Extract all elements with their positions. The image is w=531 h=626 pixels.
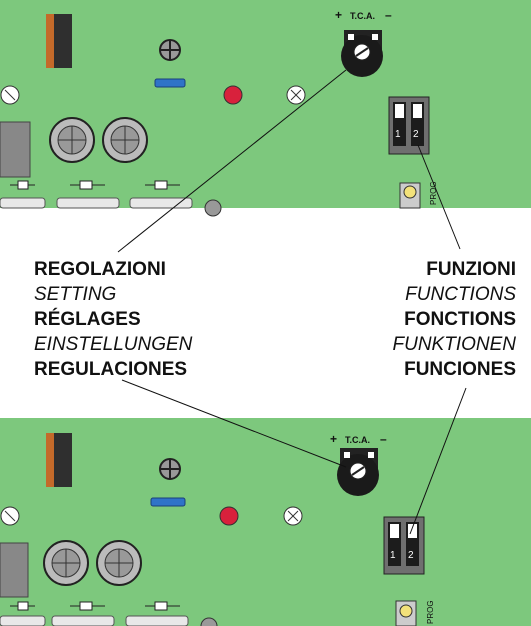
- prog-button: [399, 604, 413, 618]
- relay-stripe: [46, 14, 54, 68]
- dip-toggle-1: [395, 104, 404, 118]
- leader-line-settings-top: [117, 69, 347, 253]
- prog-label: PROG: [426, 600, 435, 624]
- prog-label: PROG: [429, 181, 438, 205]
- led-indicator: [223, 85, 243, 105]
- functions-label-group: FUNZIONI FUNCTIONS FONCTIONS FUNKTIONEN …: [393, 257, 517, 382]
- trimmer-pin: [372, 34, 378, 40]
- trimmer-plus: +: [330, 432, 337, 446]
- terminal-block: [56, 197, 120, 209]
- trimmer-pin: [348, 34, 354, 40]
- trimmer-slot: [355, 47, 369, 57]
- dip-number-1: 1: [390, 550, 396, 561]
- trimmer-label: T.C.A.: [350, 11, 375, 21]
- terminal-block: [0, 197, 46, 209]
- dip-toggle-2: [413, 104, 422, 118]
- trimmer-plus: +: [335, 8, 342, 22]
- pcb-bottom-background: [0, 418, 531, 626]
- pcb-board-bottom: + T.C.A. – 1 2 PROG: [0, 418, 531, 626]
- terminal-block: [51, 615, 115, 626]
- fuse-component: [150, 497, 186, 507]
- trimmer-label: T.C.A.: [345, 435, 370, 445]
- dip-toggle-1: [390, 524, 399, 538]
- dip-number-2: 2: [408, 550, 414, 561]
- leader-line-functions-top: [417, 144, 461, 250]
- leader-line-functions-bottom: [409, 387, 467, 535]
- leader-line-settings-bottom: [121, 379, 347, 468]
- dip-switch-bottom: [383, 516, 425, 575]
- test-point-mark: [287, 510, 299, 522]
- trimmer-minus: –: [380, 432, 387, 446]
- label-funktionen: FUNKTIONEN: [392, 334, 517, 355]
- label-reglages: RÉGLAGES: [34, 309, 141, 330]
- dip-toggle-2: [408, 524, 417, 538]
- diode-row: [10, 180, 180, 190]
- label-funciones: FUNCIONES: [404, 359, 516, 380]
- leader-lines: [117, 69, 467, 535]
- fuse-component: [154, 78, 186, 88]
- dip-number-2: 2: [413, 129, 419, 140]
- dip-number-1: 1: [395, 129, 401, 140]
- pcb-board-top: + T.C.A. – 1 2 PROG: [0, 0, 531, 217]
- label-einstellungen: EINSTELLUNGEN: [34, 334, 193, 355]
- dip-switch-top: [388, 96, 430, 155]
- screw-terminal: [200, 617, 218, 626]
- test-point-mark: [4, 510, 16, 522]
- tca-trimmer: [341, 30, 383, 77]
- prog-button: [403, 185, 417, 199]
- transformer-block: [0, 542, 29, 598]
- tca-trimmer: [337, 448, 379, 496]
- label-funzioni: FUNZIONI: [426, 259, 516, 280]
- settings-label-group: REGOLAZIONI SETTING RÉGLAGES EINSTELLUNG…: [34, 257, 192, 382]
- transformer-block: [0, 121, 31, 178]
- label-regulaciones: REGULACIONES: [34, 359, 188, 380]
- diode-row: [10, 601, 180, 611]
- label-functions: FUNCTIONS: [405, 284, 516, 305]
- label-fonctions: FONCTIONS: [404, 309, 516, 330]
- led-indicator: [219, 506, 239, 526]
- test-point-mark: [4, 89, 16, 101]
- relay-stripe: [46, 433, 54, 487]
- trimmer-slot: [351, 466, 365, 476]
- test-point-mark: [290, 89, 302, 101]
- terminal-block: [0, 615, 46, 626]
- trimmer-minus: –: [385, 8, 392, 22]
- trimmer-pin: [368, 452, 374, 458]
- terminal-block: [125, 615, 189, 626]
- pcb-top-background: [0, 0, 531, 208]
- trimmer-pin: [344, 452, 350, 458]
- label-regolazioni: REGOLAZIONI: [34, 259, 166, 280]
- screw-terminal: [204, 199, 222, 217]
- label-setting: SETTING: [34, 284, 117, 305]
- terminal-block: [129, 197, 193, 209]
